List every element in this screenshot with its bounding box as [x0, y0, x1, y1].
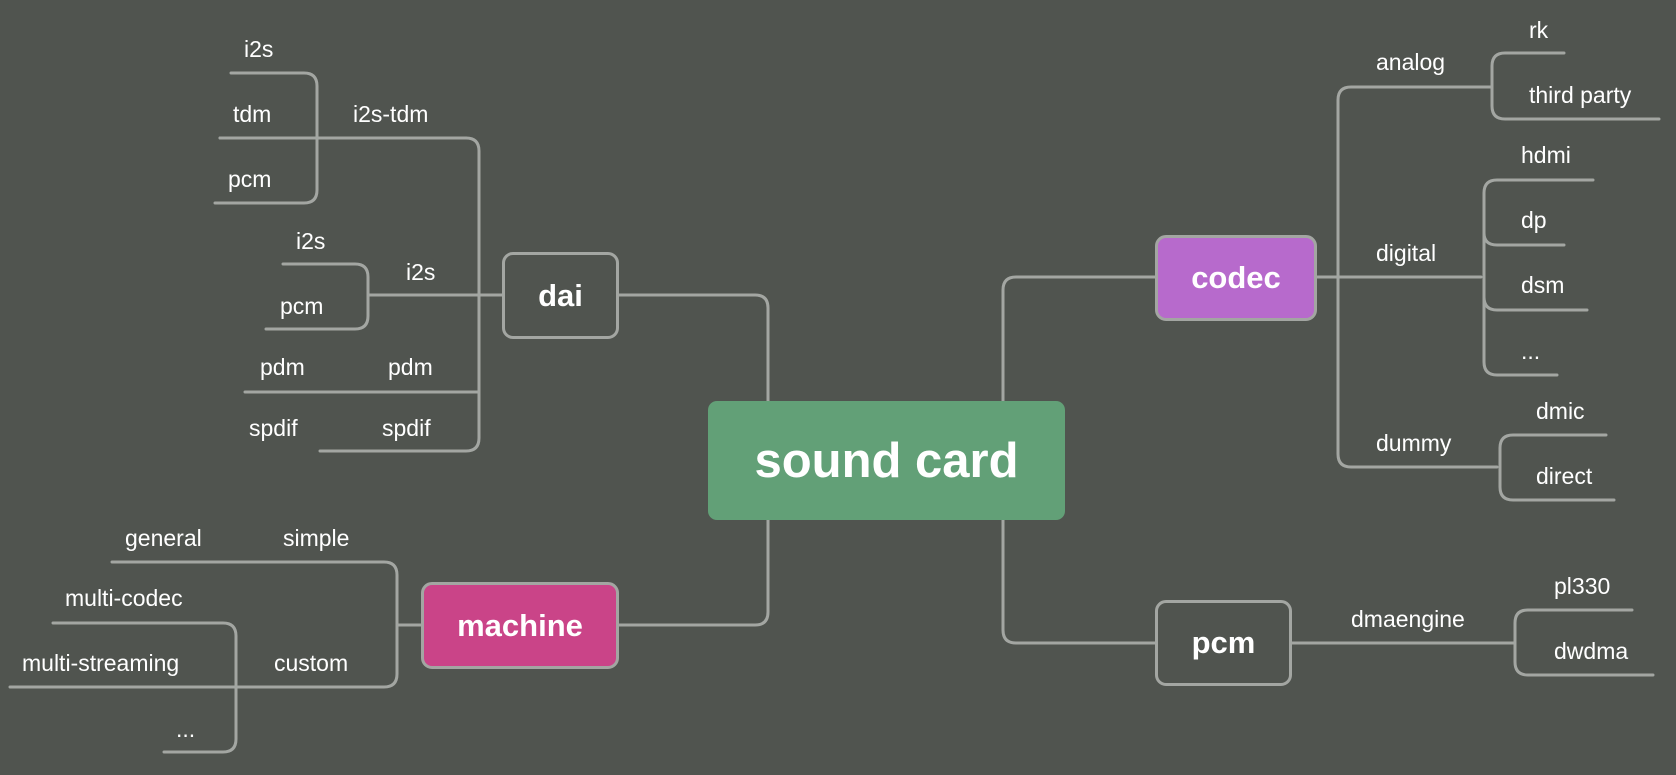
link-machine-bracket: [8, 560, 424, 689]
codec-digital-label[interactable]: digital: [1376, 240, 1437, 266]
link-dai-bracket: [243, 136, 505, 453]
link-digital-bracket: [1482, 178, 1595, 377]
link-root-machine: [617, 518, 770, 627]
link-i2s-bracket: [264, 262, 370, 331]
digital-item-hdmi[interactable]: hdmi: [1521, 142, 1571, 168]
custom-item-multi-codec[interactable]: multi-codec: [65, 585, 183, 611]
root-label: sound card: [754, 433, 1019, 488]
link-analog-bracket: [1490, 51, 1661, 121]
i2s-tdm-item-tdm[interactable]: tdm: [233, 101, 272, 127]
digital-item-dsm[interactable]: dsm: [1521, 272, 1565, 298]
i2s-item-pcm[interactable]: pcm: [280, 293, 324, 319]
pcm-node[interactable]: pcm: [1155, 600, 1292, 686]
simple-item-general[interactable]: general: [125, 525, 202, 551]
custom-item-more[interactable]: ...: [176, 716, 196, 742]
dai-pdm-label[interactable]: pdm: [388, 354, 433, 380]
pcm-label: pcm: [1191, 625, 1256, 660]
codec-dummy-label[interactable]: dummy: [1376, 430, 1452, 456]
dummy-item-direct[interactable]: direct: [1536, 463, 1593, 489]
link-root-dai: [617, 293, 770, 404]
link-dmaengine-bracket: [1513, 608, 1655, 677]
spdif-item-spdif[interactable]: spdif: [249, 415, 298, 441]
dai-i2s-label[interactable]: i2s: [406, 259, 436, 285]
pdm-item-pdm[interactable]: pdm: [260, 354, 305, 380]
i2s-item-i2s[interactable]: i2s: [296, 228, 326, 254]
codec-label: codec: [1191, 260, 1281, 295]
codec-node[interactable]: codec: [1155, 235, 1317, 321]
dai-node[interactable]: dai: [502, 252, 619, 339]
analog-item-third-party[interactable]: third party: [1529, 82, 1632, 108]
analog-item-rk[interactable]: rk: [1529, 17, 1549, 43]
dai-i2s-tdm-label[interactable]: i2s-tdm: [353, 101, 429, 127]
root-node[interactable]: sound card: [708, 401, 1065, 520]
link-i2s-tdm-bracket: [213, 71, 319, 205]
machine-simple-label[interactable]: simple: [283, 525, 350, 551]
link-custom-bracket: [51, 621, 238, 754]
digital-item-dp[interactable]: dp: [1521, 207, 1547, 233]
machine-custom-label[interactable]: custom: [274, 650, 349, 676]
i2s-tdm-item-pcm[interactable]: pcm: [228, 166, 272, 192]
dmaengine-item-pl330[interactable]: pl330: [1554, 573, 1611, 599]
link-dummy-bracket: [1498, 433, 1616, 502]
machine-node[interactable]: machine: [421, 582, 619, 669]
dai-spdif-label[interactable]: spdif: [382, 415, 431, 441]
digital-item-more[interactable]: ...: [1521, 338, 1541, 364]
pcm-dmaengine-label[interactable]: dmaengine: [1351, 606, 1465, 632]
custom-item-multi-streaming[interactable]: multi-streaming: [22, 650, 180, 676]
link-root-pcm: [1001, 518, 1159, 645]
dmaengine-item-dwdma[interactable]: dwdma: [1554, 638, 1629, 664]
codec-analog-label[interactable]: analog: [1376, 49, 1446, 75]
i2s-tdm-item-i2s[interactable]: i2s: [244, 36, 274, 62]
dummy-item-dmic[interactable]: dmic: [1536, 398, 1585, 424]
link-root-codec: [1001, 275, 1159, 404]
link-codec-bracket: [1315, 85, 1499, 469]
machine-label: machine: [457, 607, 583, 643]
dai-label: dai: [538, 277, 583, 313]
